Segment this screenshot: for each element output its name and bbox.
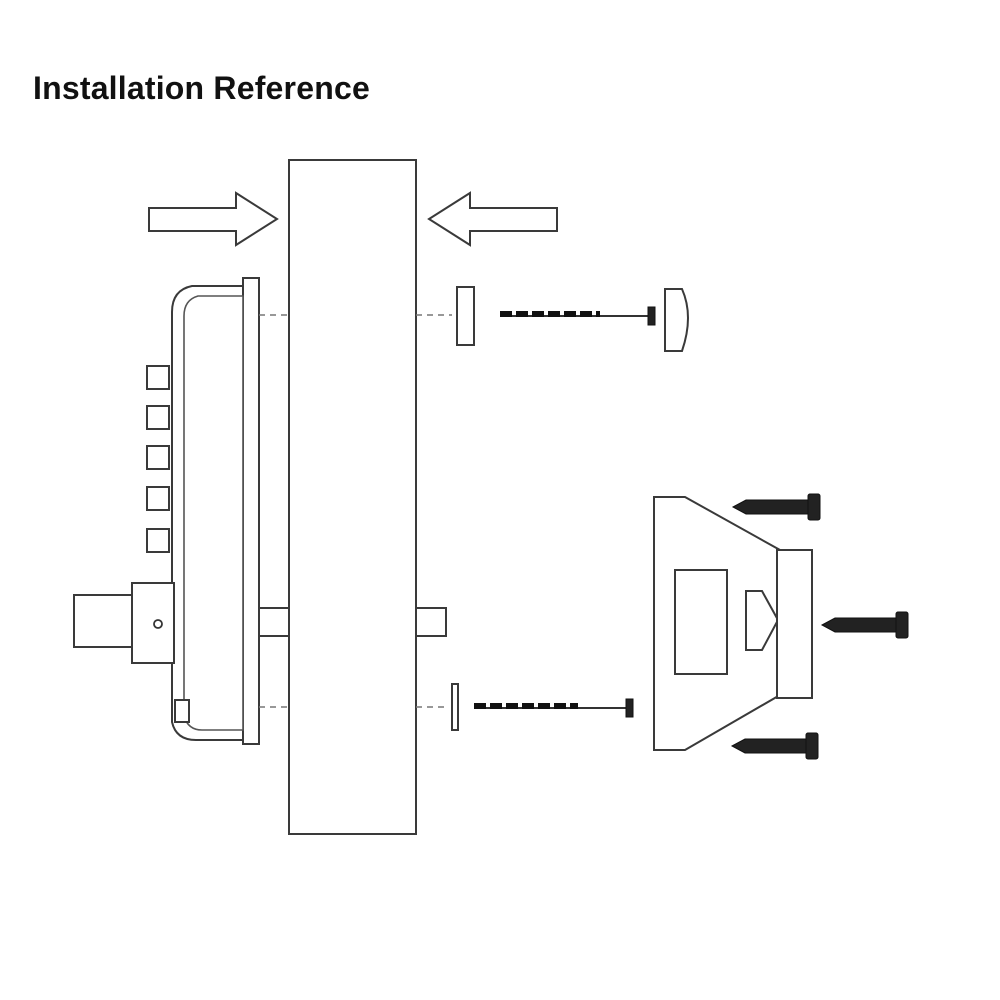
- keypad-button: [146, 365, 170, 390]
- keypad-buttons: [146, 365, 170, 553]
- washer: [451, 683, 459, 731]
- lock-knob: [73, 582, 175, 664]
- long-bolt: [500, 306, 656, 326]
- page-title: Installation Reference: [33, 70, 370, 106]
- spacer: [456, 286, 475, 346]
- bolt-cap: [664, 288, 689, 352]
- spindle-right: [415, 607, 447, 637]
- keypad-button: [146, 528, 170, 553]
- arrow-right-icon: [148, 191, 279, 247]
- lock-body: [73, 277, 260, 745]
- long-bolt: [474, 698, 634, 718]
- spindle-left: [258, 607, 290, 637]
- wood-screw: [820, 611, 909, 639]
- keypad-button: [146, 445, 170, 470]
- keypad-button: [146, 486, 170, 511]
- door-panel: [288, 159, 417, 835]
- arrow-left-icon: [427, 191, 558, 247]
- latch-assembly: [653, 496, 813, 751]
- wood-screw: [730, 732, 819, 760]
- keypad-button: [146, 405, 170, 430]
- wood-screw: [731, 493, 821, 521]
